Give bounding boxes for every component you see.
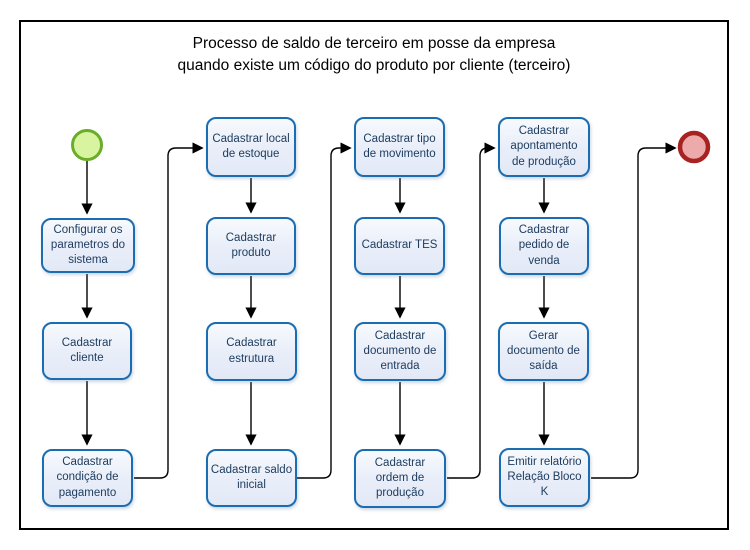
node-cadastrar-condicao-pagamento: Cadastrar condição de pagamento [42,449,133,507]
node-cadastrar-produto: Cadastrar produto [206,217,296,275]
node-emitir-relatorio-bloco-k: Emitir relatório Relação Bloco K [499,448,590,507]
node-label: Cadastrar ordem de produção [374,456,426,500]
node-label: Gerar documento de saída [507,329,580,373]
node-label: Cadastrar saldo inicial [210,463,293,491]
diagram-title-line2: quando existe um código do produto por c… [177,57,571,74]
node-label: Cadastrar estrutura [226,337,277,365]
node-label: Cadastrar produto [225,231,277,259]
node-cadastrar-saldo-inicial: Cadastrar saldo inicial [206,449,297,507]
node-label: Cadastrar tipo de movimento [363,132,436,160]
node-label: Cadastrar pedido de venda [518,224,570,267]
node-label: Cadastrar condição de pagamento [56,456,119,499]
node-label: Cadastrar apontamento de produção [510,125,578,168]
node-cadastrar-pedido-venda: Cadastrar pedido de venda [499,217,589,275]
node-label: Cadastrar TES [361,239,438,252]
node-cadastrar-apontamento-producao: Cadastrar apontamento de produção [498,117,590,177]
node-configurar-parametros: Configurar os parametros do sistema [41,218,135,273]
diagram-title-line1: Processo de saldo de terceiro em posse d… [192,35,556,52]
node-cadastrar-tes: Cadastrar TES [354,217,445,275]
node-cadastrar-cliente: Cadastrar cliente [42,322,132,380]
node-cadastrar-ordem-producao: Cadastrar ordem de produção [354,449,446,508]
node-gerar-documento-saida: Gerar documento de saída [498,322,589,381]
node-cadastrar-estrutura: Cadastrar estrutura [206,322,297,381]
node-cadastrar-documento-entrada: Cadastrar documento de entrada [354,322,446,381]
node-label: Emitir relatório Relação Bloco K [507,455,582,499]
node-label: Configurar os parametros do sistema [50,223,126,267]
node-label: Cadastrar documento de entrada [363,329,437,373]
node-cadastrar-local-estoque: Cadastrar local de estoque [206,117,296,177]
node-label: Cadastrar cliente [61,336,113,364]
diagram-title: Processo de saldo de terceiro em posse d… [19,33,729,77]
node-label: Cadastrar local de estoque [212,132,290,160]
node-cadastrar-tipo-movimento: Cadastrar tipo de movimento [354,117,445,177]
